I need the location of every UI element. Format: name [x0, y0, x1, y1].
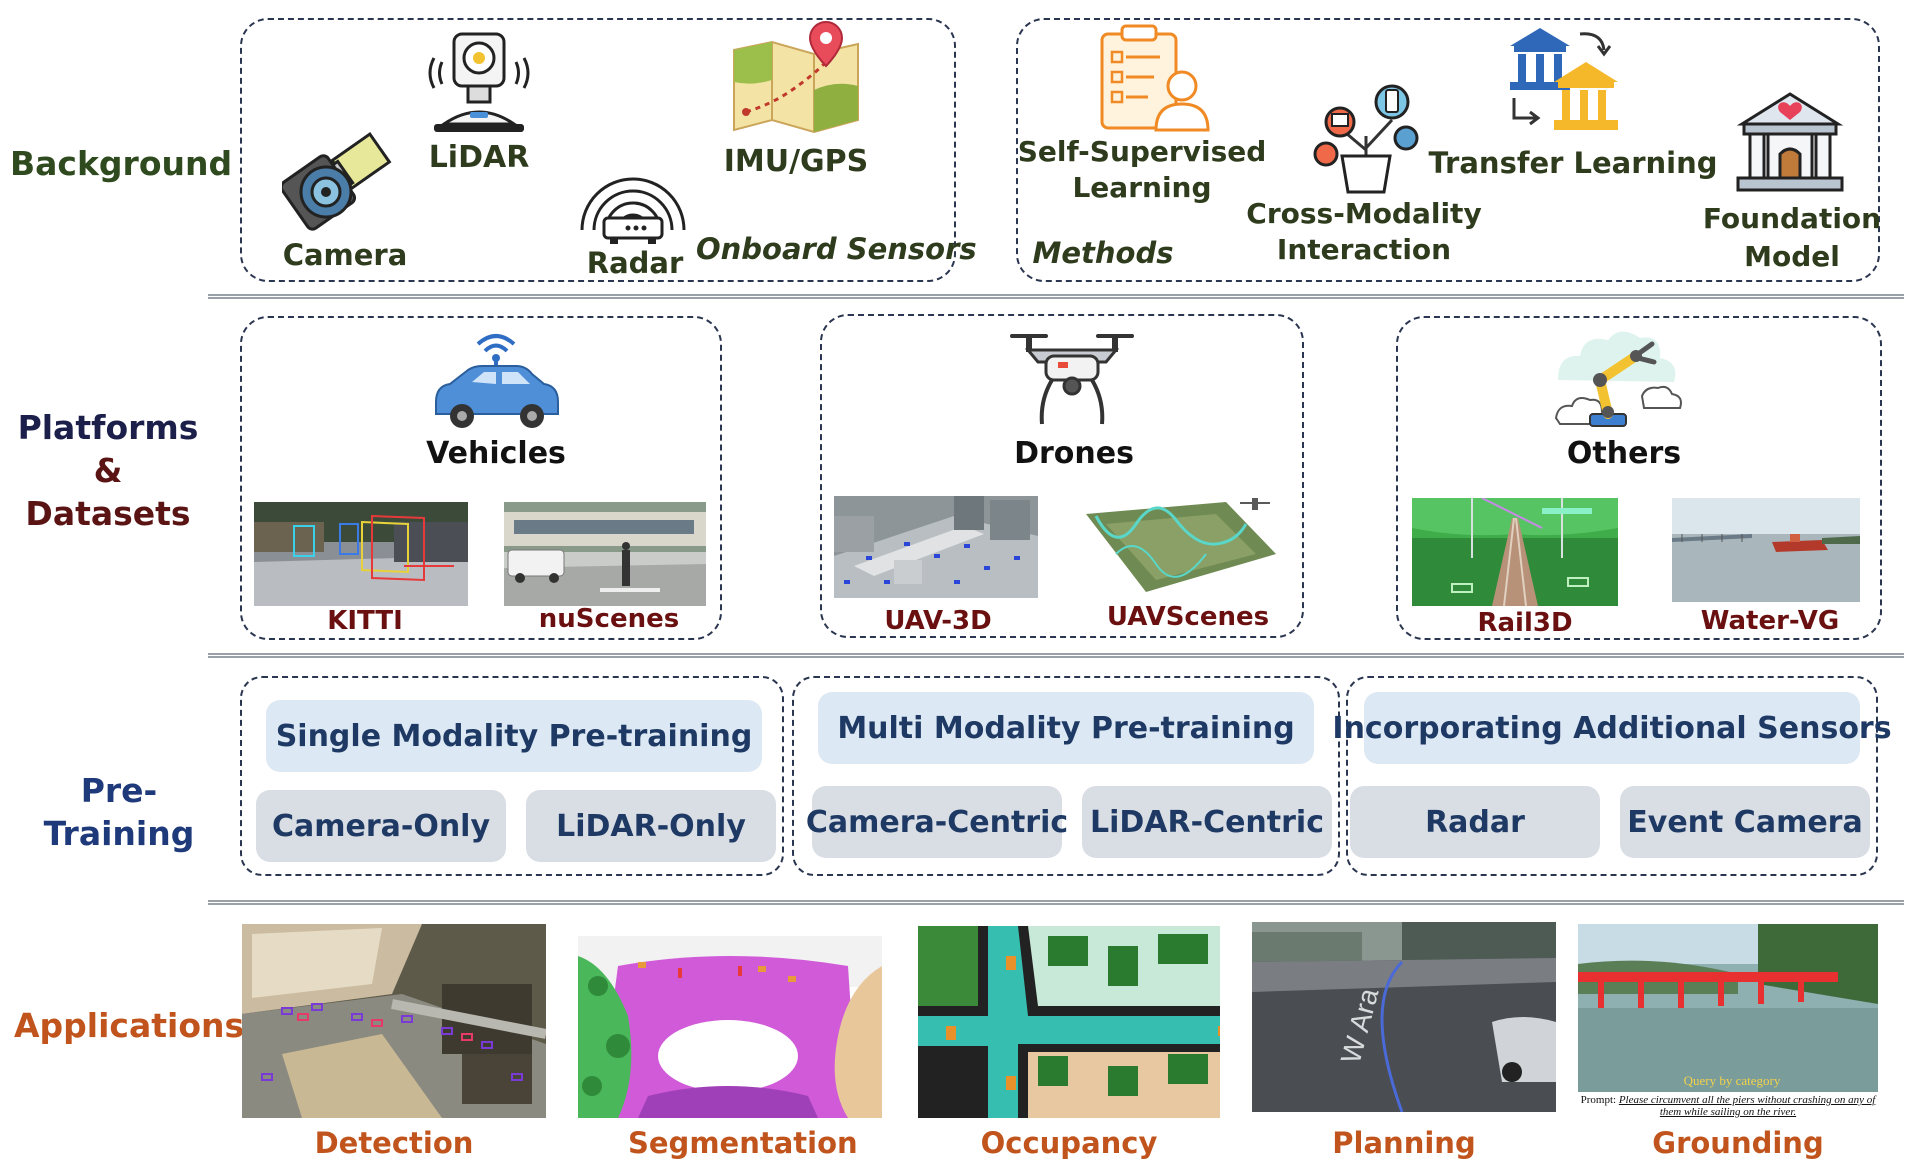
map-pin-icon — [732, 20, 866, 136]
grounding-prompt-label: Prompt: — [1580, 1094, 1617, 1106]
lidar-only-chip: LiDAR-Only — [526, 790, 776, 862]
methods-box — [1016, 18, 1880, 282]
additional-sensors-box — [1346, 676, 1878, 876]
uavscenes-label: UAVScenes — [1106, 602, 1270, 632]
robot-arm-cloud-icon — [1550, 326, 1686, 436]
rail3d-image — [1412, 498, 1618, 606]
drones-title: Drones — [1014, 436, 1134, 471]
grounding-image — [1578, 924, 1878, 1092]
additional-sensors-header: Incorporating Additional Sensors — [1332, 692, 1892, 764]
lidar-icon — [420, 28, 538, 136]
row-label-platforms: Platforms & Datasets — [8, 406, 208, 535]
occupancy-image — [918, 926, 1220, 1118]
drones-box — [820, 314, 1304, 638]
imu-gps-label: IMU/GPS — [723, 144, 869, 179]
onboard-sensors-group-label: Onboard Sensors — [696, 232, 977, 266]
uavscenes-image — [1076, 494, 1282, 598]
grounding-label: Grounding — [1652, 1126, 1824, 1160]
water-vg-image — [1672, 498, 1860, 602]
camera-icon — [282, 118, 402, 238]
cross-modality-label: Cross-Modality Interaction — [1232, 196, 1496, 268]
uav3d-label: UAV-3D — [884, 606, 992, 636]
cross-modality-line1: Cross-Modality — [1246, 197, 1482, 230]
devices-plant-icon — [1310, 80, 1422, 196]
event-camera-chip: Event Camera — [1620, 786, 1870, 858]
row-label-platforms-line3: Datasets — [25, 494, 191, 533]
radar-chip: Radar — [1350, 786, 1600, 858]
row-label-applications: Applications — [14, 1006, 245, 1045]
water-vg-label: Water-VG — [1700, 606, 1840, 636]
segmentation-label: Segmentation — [628, 1126, 858, 1160]
methods-group-label: Methods — [1032, 236, 1174, 270]
radar-label: Radar — [586, 246, 684, 280]
row-label-platforms-line1: Platforms — [17, 408, 199, 447]
grounding-query-text: Query by category — [1683, 1073, 1781, 1088]
nuscenes-label: nuScenes — [538, 604, 680, 634]
foundation-model-line1: Foundation — [1702, 202, 1882, 235]
kitti-label: KITTI — [327, 606, 403, 636]
lidar-label: LiDAR — [428, 140, 530, 175]
grounding-prompt: Prompt: Please circumvent all the piers … — [1578, 1094, 1878, 1118]
camera-centric-chip: Camera-Centric — [806, 786, 1068, 858]
onboard-sensors-box — [240, 18, 956, 282]
kitti-image — [254, 502, 468, 606]
checklist-person-icon — [1096, 22, 1214, 134]
row-label-pretraining: Pre-Training — [43, 771, 195, 853]
planning-label: Planning — [1332, 1126, 1476, 1160]
multi-modality-header: Multi Modality Pre-training — [818, 692, 1314, 764]
buildings-transfer-icon — [1500, 22, 1628, 140]
vehicles-title: Vehicles — [426, 436, 566, 471]
transfer-learning-label: Transfer Learning — [1428, 146, 1718, 180]
multi-modality-box — [792, 676, 1340, 876]
segmentation-image — [578, 926, 882, 1118]
planning-image — [1252, 922, 1556, 1112]
separator-2 — [208, 653, 1904, 658]
rail3d-label: Rail3D — [1477, 608, 1573, 638]
foundation-model-label: Foundation Model — [1696, 200, 1888, 276]
self-supervised-line2: Learning — [1072, 171, 1212, 204]
camera-label: Camera — [282, 238, 408, 272]
separator-1 — [208, 294, 1904, 299]
others-box — [1396, 316, 1882, 640]
connected-car-icon — [430, 326, 562, 438]
self-supervised-label: Self-Supervised Learning — [1012, 134, 1272, 206]
camera-only-chip: Camera-Only — [256, 790, 506, 862]
single-modality-box — [240, 676, 784, 876]
detection-label: Detection — [314, 1126, 474, 1160]
single-modality-header: Single Modality Pre-training — [266, 700, 762, 772]
radar-icon — [574, 168, 692, 248]
museum-heart-icon — [1734, 90, 1846, 196]
lidar-centric-chip: LiDAR-Centric — [1082, 786, 1332, 858]
detection-image — [242, 924, 546, 1118]
foundation-model-line2: Model — [1744, 240, 1840, 273]
occupancy-label: Occupancy — [980, 1126, 1158, 1160]
row-label-background: Background — [10, 144, 233, 183]
uav3d-image — [834, 496, 1038, 598]
nuscenes-image — [504, 502, 706, 606]
grounding-prompt-text: Please circumvent all the piers without … — [1618, 1094, 1876, 1118]
others-title: Others — [1566, 436, 1682, 471]
row-label-platforms-line2: & — [93, 451, 123, 490]
cross-modality-line2: Interaction — [1276, 233, 1452, 266]
drone-icon — [1006, 330, 1138, 430]
vehicles-box — [240, 316, 722, 640]
self-supervised-line1: Self-Supervised — [1017, 135, 1267, 168]
separator-3 — [208, 900, 1904, 905]
